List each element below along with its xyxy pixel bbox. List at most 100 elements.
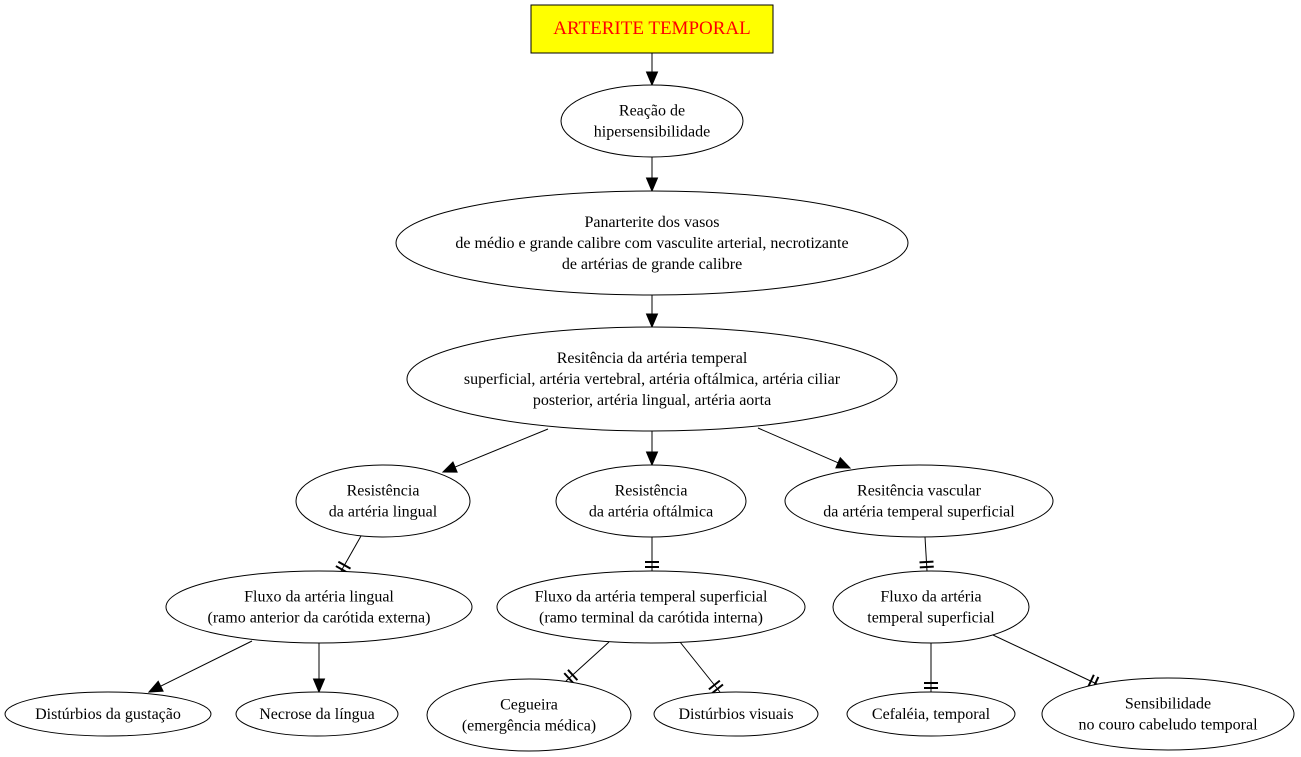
- node-ellipse: [295, 464, 471, 538]
- node-label: (emergência médica): [462, 718, 596, 735]
- root-title: ARTERITE TEMPORAL: [553, 18, 750, 39]
- node-ellipse: [555, 464, 747, 538]
- node-label: Cegueira: [500, 697, 558, 714]
- node-hipersensibilidade: Reação de hipersensibilidade: [560, 84, 744, 158]
- node-label: Reação de: [619, 103, 685, 120]
- inhibit-tee-icon: [1086, 674, 1095, 688]
- node-ellipse: [406, 326, 898, 432]
- node-label: Fluxo da artéria lingual: [244, 589, 394, 606]
- node-label: posterior, artéria lingual, artéria aort…: [533, 392, 771, 409]
- node-label: Fluxo da artéria temperal superficial: [535, 589, 768, 606]
- node-cefaleia: Cefaléia, temporal: [846, 691, 1016, 737]
- edge-fluxo_temporal-to-sensibilidade: [992, 634, 1100, 691]
- node-ellipse: [653, 691, 819, 737]
- node-root: ARTERITE TEMPORAL: [530, 4, 774, 54]
- edge-fluxo_oftalmica-to-disturbios_visuais: [679, 641, 724, 695]
- node-disturbios-visuais: Distúrbios visuais: [653, 691, 819, 737]
- edge-line: [924, 536, 928, 572]
- arrowhead-icon: [312, 678, 326, 694]
- node-cegueira: Cegueira (emergência médica): [426, 678, 632, 752]
- node-layer: ARTERITE TEMPORAL Reação de hipersensibili…: [4, 4, 1295, 752]
- edge-resistencia_lingual-to-fluxo_lingual: [335, 535, 362, 574]
- node-ellipse: [560, 84, 744, 158]
- arrowhead-icon: [645, 313, 659, 329]
- node-ellipse: [784, 464, 1054, 538]
- node-necrose-lingua: Necrose da língua: [235, 691, 399, 737]
- node-resistencia-oftalmica: Resistência da artéria oftálmica: [555, 464, 747, 538]
- node-label: da artéria temperal superficial: [823, 504, 1015, 521]
- edge-line: [679, 641, 721, 693]
- inhibit-tee-icon: [919, 565, 934, 569]
- edge-line: [454, 428, 549, 468]
- node-label: no couro cabeludo temporal: [1078, 717, 1258, 734]
- edge-fluxo_lingual-to-necrose_lingua: [312, 643, 326, 694]
- node-ellipse: [426, 678, 632, 752]
- node-fluxo-lingual: Fluxo da artéria lingual (ramo anterior d…: [165, 570, 473, 644]
- edge-fluxo_lingual-to-disturbios_gustacao: [147, 640, 253, 693]
- node-label: Resistência: [347, 483, 420, 500]
- node-resistencia-temporal: Resitência vascular da artéria temperal s…: [784, 464, 1054, 538]
- node-ellipse: [1041, 677, 1295, 751]
- inhibit-tee-icon: [708, 679, 721, 691]
- node-label: Necrose da língua: [259, 706, 375, 723]
- node-resistencia-geral: Resitência da artéria temperal superficia…: [406, 326, 898, 432]
- edge-resistencia_oftalmica-to-fluxo_oftalmica: [645, 537, 659, 571]
- root-box-shape: [530, 4, 774, 54]
- node-label: Distúrbios da gustação: [35, 706, 181, 723]
- node-label: de artérias de grande calibre: [562, 256, 742, 273]
- arrowhead-icon: [441, 461, 458, 473]
- inhibit-tee-icon: [711, 683, 724, 695]
- edge-fluxo_oftalmica-to-cegueira: [563, 641, 610, 685]
- edge-layer: [147, 53, 1100, 695]
- edge-fluxo_temporal-to-cefaleia: [924, 643, 938, 692]
- node-label: Cefaléia, temporal: [872, 706, 991, 723]
- node-panarterite: Panarterite dos vasos de médio e grande c…: [395, 190, 909, 296]
- arrowhead-icon: [645, 71, 659, 87]
- edge-line: [757, 427, 839, 464]
- node-fluxo-oftalmica: Fluxo da artéria temperal superficial (ra…: [496, 570, 806, 644]
- node-ellipse: [496, 570, 806, 644]
- node-ellipse: [395, 190, 909, 296]
- node-label: da artéria lingual: [329, 504, 438, 521]
- node-label: Sensibilidade: [1125, 696, 1211, 713]
- node-resistencia-lingual: Resistência da artéria lingual: [295, 464, 471, 538]
- edge-line: [992, 634, 1100, 686]
- edge-resistencia_geral-to-resistencia_temporal: [757, 427, 852, 469]
- node-label: superficial, artéria vertebral, artéria …: [464, 371, 841, 388]
- edge-resistencia_temporal-to-fluxo_temporal: [919, 536, 934, 572]
- edge-resistencia_geral-to-resistencia_oftalmica: [645, 431, 659, 467]
- node-label: de médio e grande calibre com vasculite …: [455, 235, 848, 252]
- node-label: (ramo terminal da carótida interna): [539, 610, 763, 627]
- node-fluxo-temporal: Fluxo da artéria temperal superficial: [832, 570, 1030, 644]
- node-ellipse: [832, 570, 1030, 644]
- node-ellipse: [846, 691, 1016, 737]
- node-label: Resitência vascular: [857, 483, 982, 500]
- edge-panarterite-to-resistencia_geral: [645, 295, 659, 329]
- node-label: Resistência: [615, 483, 688, 500]
- node-label: hipersensibilidade: [594, 124, 710, 141]
- node-ellipse: [235, 691, 399, 737]
- node-disturbios-gustacao: Distúrbios da gustação: [4, 691, 212, 737]
- arrowhead-icon: [645, 451, 659, 467]
- node-label: Distúrbios visuais: [678, 706, 793, 723]
- node-label: Fluxo da artéria: [880, 589, 981, 606]
- inhibit-tee-icon: [567, 669, 579, 681]
- edge-hipersensibilidade-to-panarterite: [645, 157, 659, 193]
- edge-line: [339, 535, 362, 574]
- node-label: Panarterite dos vasos: [584, 214, 719, 231]
- arrowhead-icon: [147, 680, 164, 693]
- inhibit-tee-icon: [919, 560, 934, 564]
- node-ellipse: [4, 691, 212, 737]
- edge-line: [160, 640, 253, 687]
- node-label: (ramo anterior da carótida externa): [208, 610, 431, 627]
- node-label: da artéria oftálmica: [589, 504, 713, 521]
- node-label: temperal superficial: [867, 610, 995, 627]
- inhibit-tee-icon: [337, 560, 352, 570]
- edge-root-to-hipersensibilidade: [645, 53, 659, 87]
- node-sensibilidade: Sensibilidade no couro cabeludo temporal: [1041, 677, 1295, 751]
- node-label: Resitência da artéria temperal: [557, 350, 748, 367]
- arrowhead-icon: [835, 456, 852, 469]
- node-ellipse: [165, 570, 473, 644]
- arrowhead-icon: [645, 177, 659, 193]
